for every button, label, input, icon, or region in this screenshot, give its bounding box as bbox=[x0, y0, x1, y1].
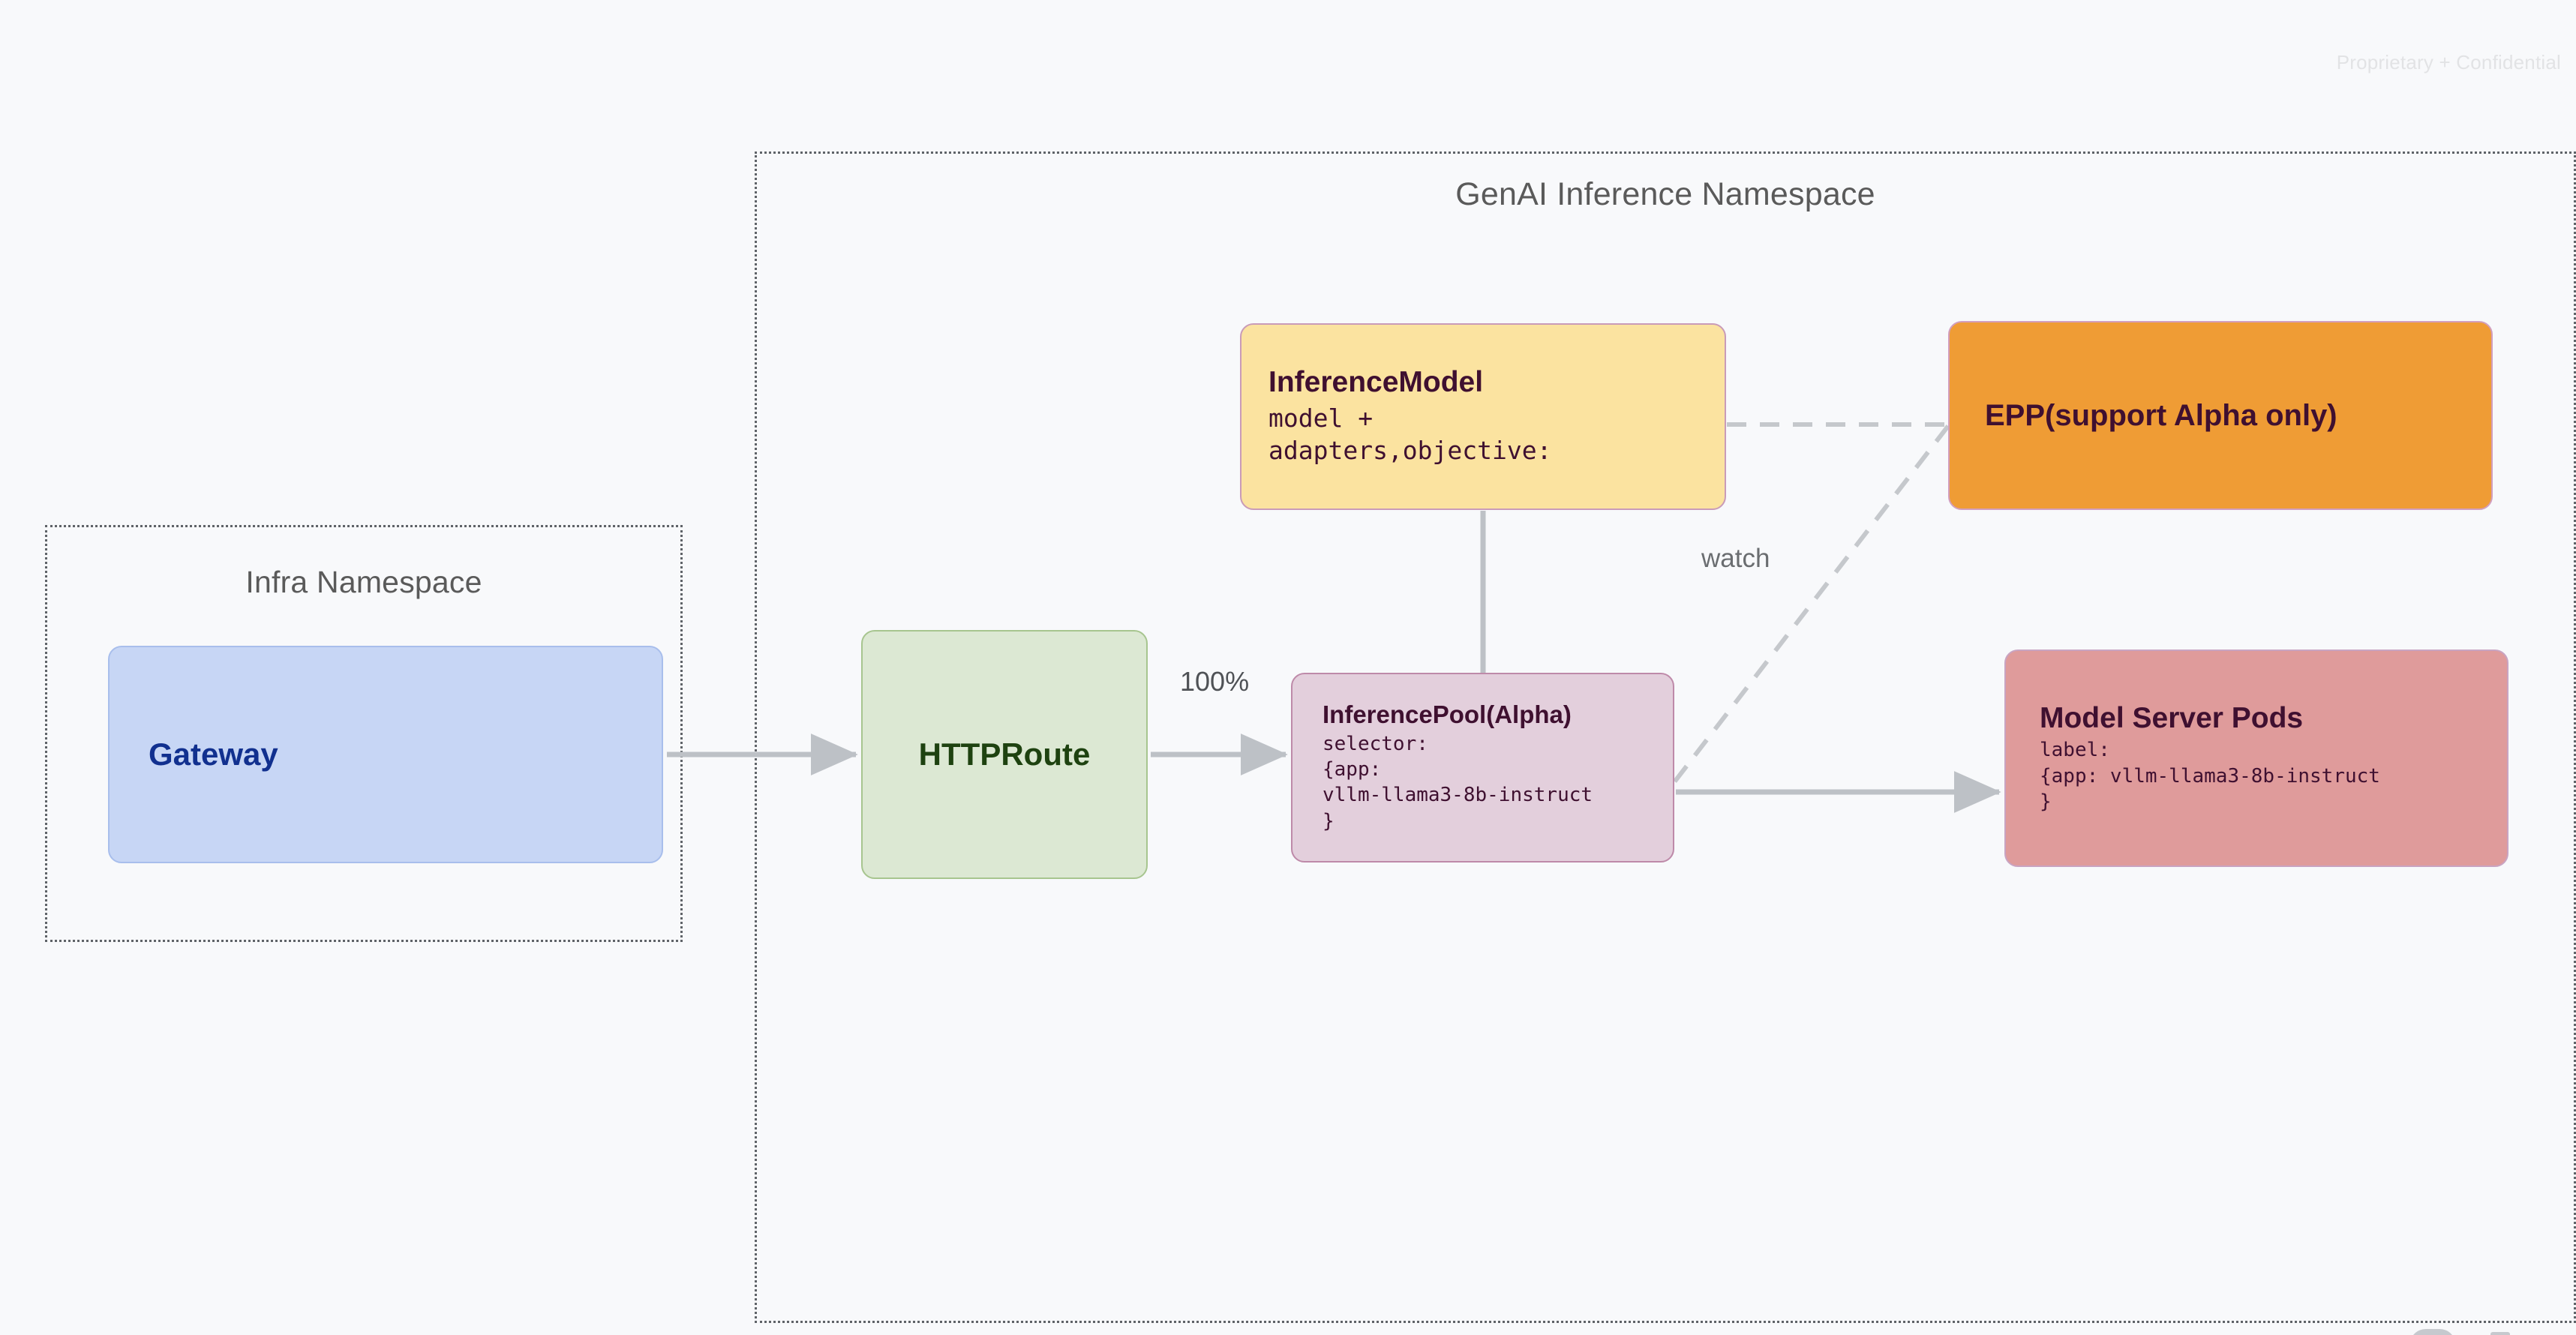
genai-inference-namespace-container: GenAI Inference Namespace bbox=[755, 152, 2576, 1323]
clipped-badge-mark bbox=[2490, 1332, 2510, 1335]
node-model-server-pods-title: Model Server Pods bbox=[2040, 701, 2304, 734]
node-model-server-pods-spec: label: {app: vllm-llama3-8b-instruct } bbox=[2040, 739, 2380, 813]
genai-inference-namespace-title: GenAI Inference Namespace bbox=[1455, 176, 1875, 212]
edge-label-watch: watch bbox=[1701, 544, 1770, 573]
node-inferencemodel-title: InferenceModel bbox=[1268, 366, 1484, 399]
node-model-server-pods[interactable]: Model Server Pods label: {app: vllm-llam… bbox=[2004, 650, 2508, 867]
infra-namespace-title: Infra Namespace bbox=[245, 565, 482, 599]
node-inferencemodel-spec: model + adapters,objective: bbox=[1268, 403, 1552, 466]
node-inferencepool-spec: selector: {app: vllm-llama3-8b-instruct … bbox=[1323, 732, 1593, 832]
node-httproute[interactable]: HTTPRoute bbox=[861, 630, 1148, 879]
infra-namespace-container: Infra Namespace bbox=[45, 525, 683, 942]
edge-label-traffic-split: 100% bbox=[1180, 666, 1250, 697]
node-gateway-title: Gateway bbox=[149, 736, 278, 772]
clipped-badge-icon bbox=[2409, 1329, 2456, 1335]
node-epp-title: EPP(support Alpha only) bbox=[1985, 398, 2337, 432]
node-inferencemodel[interactable]: InferenceModel model + adapters,objectiv… bbox=[1240, 323, 1726, 510]
node-inferencepool-title: InferencePool(Alpha) bbox=[1323, 700, 1572, 728]
node-epp[interactable]: EPP(support Alpha only) bbox=[1948, 321, 2493, 510]
node-gateway[interactable]: Gateway bbox=[108, 646, 663, 863]
node-inferencepool[interactable]: InferencePool(Alpha) selector: {app: vll… bbox=[1291, 673, 1674, 862]
proprietary-confidential-watermark: Proprietary + Confidential bbox=[2336, 51, 2561, 74]
node-httproute-title: HTTPRoute bbox=[918, 736, 1091, 772]
